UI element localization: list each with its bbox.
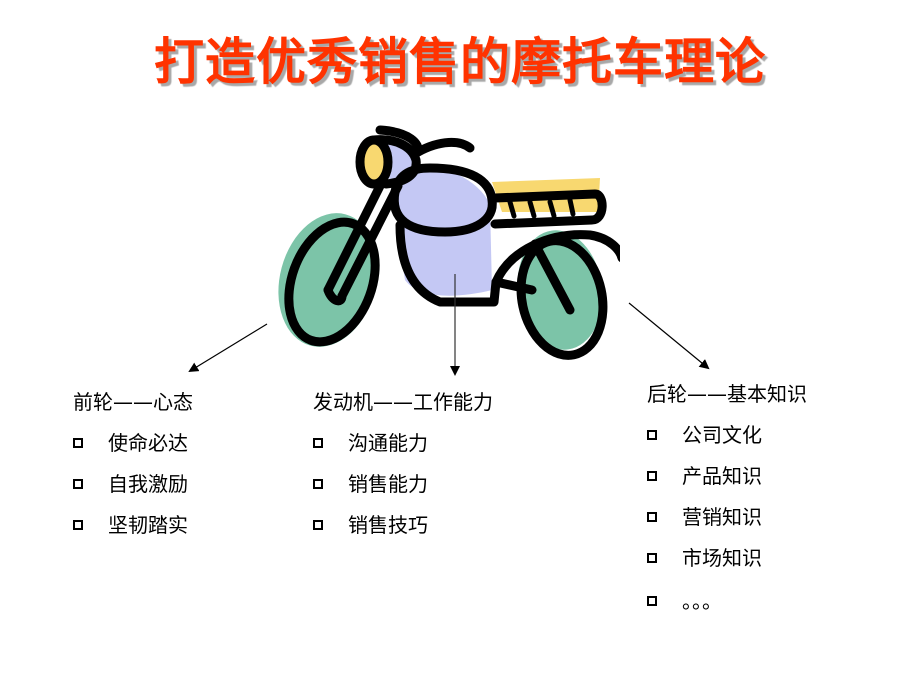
arrow-front <box>188 323 268 373</box>
list-item: 公司文化 <box>647 423 807 447</box>
list-item: 沟通能力 <box>313 431 493 455</box>
square-bullet-icon <box>313 520 323 530</box>
square-bullet-icon <box>73 479 83 489</box>
square-bullet-icon <box>313 479 323 489</box>
rear-wheel-section: 后轮——基本知识 公司文化 产品知识 营销知识 市场知识 。。。 <box>647 382 807 613</box>
front-wheel-heading: 前轮——心态 <box>73 390 193 414</box>
rear-wheel-list: 公司文化 产品知识 营销知识 市场知识 。。。 <box>647 423 807 613</box>
front-wheel-section: 前轮——心态 使命必达 自我激励 坚韧踏实 <box>73 390 193 537</box>
square-bullet-icon <box>647 512 657 522</box>
arrow-rear <box>628 302 710 370</box>
square-bullet-icon <box>73 438 83 448</box>
square-bullet-icon <box>313 438 323 448</box>
front-wheel-list: 使命必达 自我激励 坚韧踏实 <box>73 431 193 537</box>
list-item: 使命必达 <box>73 431 193 455</box>
rear-wheel-heading: 后轮——基本知识 <box>647 382 807 406</box>
list-item: 产品知识 <box>647 464 807 488</box>
square-bullet-icon <box>647 471 657 481</box>
square-bullet-icon <box>647 596 657 606</box>
list-item: 市场知识 <box>647 546 807 570</box>
list-item: 坚韧踏实 <box>73 513 193 537</box>
motorcycle-icon <box>278 125 620 360</box>
list-item: 自我激励 <box>73 472 193 496</box>
engine-list: 沟通能力 销售能力 销售技巧 <box>313 431 493 537</box>
engine-heading: 发动机——工作能力 <box>313 390 493 414</box>
square-bullet-icon <box>73 520 83 530</box>
list-item: 销售能力 <box>313 472 493 496</box>
engine-section: 发动机——工作能力 沟通能力 销售能力 销售技巧 <box>313 390 493 537</box>
list-item: 销售技巧 <box>313 513 493 537</box>
list-item: 营销知识 <box>647 505 807 529</box>
list-item: 。。。 <box>647 589 807 613</box>
slide-title: 打造优秀销售的摩托车理论 <box>154 33 766 91</box>
square-bullet-icon <box>647 553 657 563</box>
square-bullet-icon <box>647 430 657 440</box>
